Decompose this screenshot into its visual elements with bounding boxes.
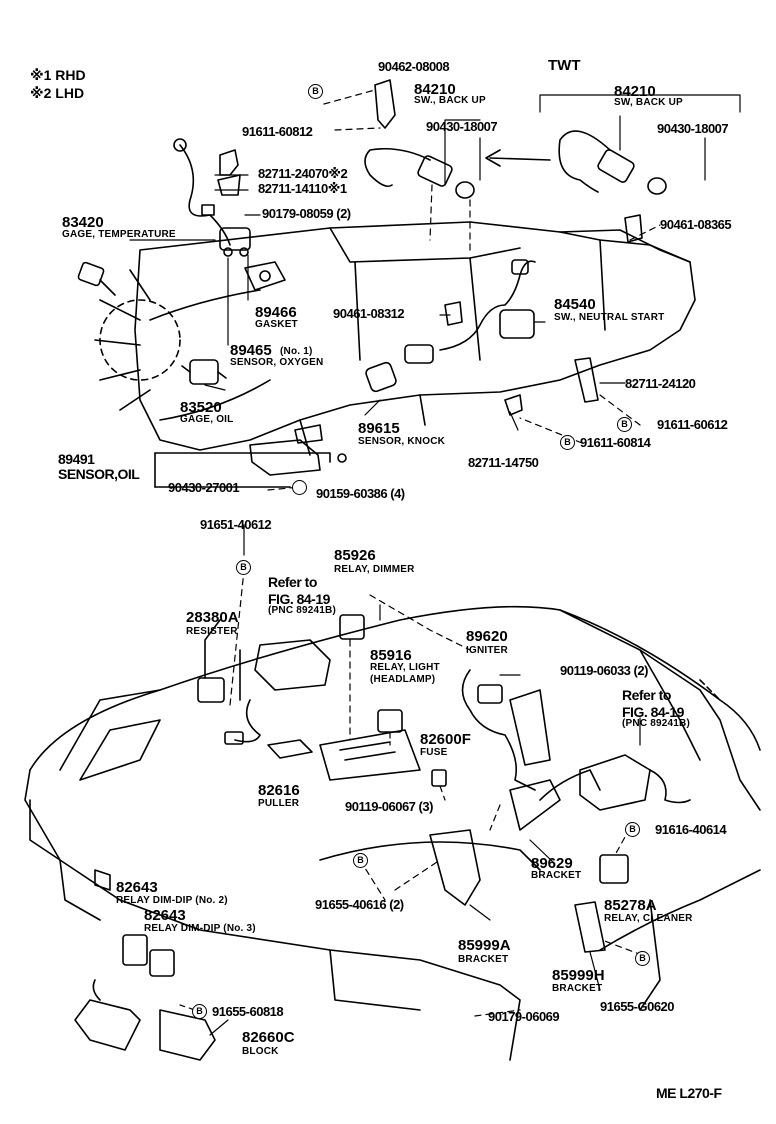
part-82660C: 82660C xyxy=(242,1029,295,1046)
legend-lhd: ※2 LHD xyxy=(30,85,85,101)
part-90119-06067: 90119-06067 (3) xyxy=(345,799,433,814)
part-89491-desc: SENSOR,OIL xyxy=(58,466,140,482)
part-91611-60812: 91611-60812 xyxy=(242,124,313,139)
engine-fan xyxy=(94,269,181,411)
bolt-mark: B xyxy=(308,84,323,99)
part-82643-a: 82643 xyxy=(116,879,158,896)
bolt-mark: B xyxy=(192,1004,207,1019)
part-85999H: 85999H xyxy=(552,967,605,984)
bolt-mark: B xyxy=(353,853,368,868)
part-89620: 89620 xyxy=(466,628,508,645)
part-89491: 89491 xyxy=(58,451,95,467)
part-82711-24070: 82711-24070※2 xyxy=(258,166,348,181)
twt-bracket xyxy=(539,94,741,113)
part-91655-60818: 91655-60818 xyxy=(212,1004,284,1019)
oxygen-sensor-wire xyxy=(179,144,231,246)
part-89615-desc: SENSOR, KNOCK xyxy=(358,436,446,447)
part-85278A-desc: RELAY, CLEANER xyxy=(604,913,693,924)
part-84210-b-desc: SW, BACK UP xyxy=(614,97,683,108)
part-82711-14110: 82711-14110※1 xyxy=(258,181,347,196)
part-89615: 89615 xyxy=(358,420,400,437)
part-85999A-desc: BRACKET xyxy=(458,954,509,965)
part-91655-40616: 91655-40616 (2) xyxy=(315,897,404,912)
refer-1-line2: FIG. 84-19 xyxy=(268,591,330,607)
part-83420-desc: GAGE, TEMPERATURE xyxy=(62,229,176,240)
bolt-mark: B xyxy=(635,951,650,966)
part-90430-18007-b: 90430-18007 xyxy=(657,121,729,136)
part-89629-desc: BRACKET xyxy=(531,870,582,881)
part-82643-b: 82643 xyxy=(144,907,186,924)
twt-label: TWT xyxy=(548,57,581,74)
bolt-mark: B xyxy=(560,435,575,450)
part-90462-08008: 90462-08008 xyxy=(378,59,450,74)
part-85999H-desc: BRACKET xyxy=(552,983,603,994)
bolt-mark: B xyxy=(625,822,640,837)
part-28380A-desc: RESISTER xyxy=(186,626,238,637)
refer-2-line1: Refer to xyxy=(622,687,671,703)
part-90461-08365: 90461-08365 xyxy=(660,217,732,232)
refer-2-line3: (PNC 89241B) xyxy=(622,718,690,729)
part-85916-desc1: RELAY, LIGHT xyxy=(370,662,440,673)
part-82643-b-desc: RELAY DIM-DIP (No. 3) xyxy=(144,923,256,934)
part-82600F: 82600F xyxy=(420,731,471,748)
part-84210-a-desc: SW., BACK UP xyxy=(414,95,486,106)
washer-mark xyxy=(292,480,307,495)
part-28380A: 28380A xyxy=(186,609,239,626)
part-89465-desc: SENSOR, OXYGEN xyxy=(230,357,324,368)
part-84210-a: 84210 xyxy=(414,81,456,98)
part-85999A: 85999A xyxy=(458,937,511,954)
part-84540-desc: SW., NEUTRAL START xyxy=(554,312,665,323)
part-82711-24120: 82711-24120 xyxy=(625,376,696,391)
refer-2-line2: FIG. 84-19 xyxy=(622,704,684,720)
part-82600F-desc: FUSE xyxy=(420,747,448,758)
part-90461-08312: 90461-08312 xyxy=(333,306,405,321)
part-90179-08059: 90179-08059 (2) xyxy=(262,206,351,221)
part-89620-desc: IGNITER xyxy=(466,645,508,656)
part-82616: 82616 xyxy=(258,782,300,799)
footer-code: ME L270-F xyxy=(656,1085,722,1101)
part-83520-desc: GAGE, OIL xyxy=(180,414,234,425)
part-91611-60612: 91611-60612 xyxy=(657,417,728,432)
engine-outline xyxy=(134,221,696,456)
part-90159-60386: 90159-60386 (4) xyxy=(316,486,405,501)
backup-switch-wire-b xyxy=(558,130,611,193)
refer-1-line3: (PNC 89241B) xyxy=(268,605,336,616)
part-85278A: 85278A xyxy=(604,897,657,914)
part-85916: 85916 xyxy=(370,647,412,664)
part-90430-27001: 90430-27001 xyxy=(168,480,240,495)
part-89629: 89629 xyxy=(531,855,573,872)
part-84210-b: 84210 xyxy=(614,83,656,100)
part-82711-14750: 82711-14750 xyxy=(468,455,539,470)
part-83420: 83420 xyxy=(62,214,104,231)
bolt-mark: B xyxy=(236,560,251,575)
part-89465: 89465 xyxy=(230,342,272,359)
refer-1-line1: Refer to xyxy=(268,574,317,590)
part-89466: 89466 xyxy=(255,304,297,321)
part-82660C-desc: BLOCK xyxy=(242,1046,279,1057)
part-91651-40612: 91651-40612 xyxy=(200,517,272,532)
part-91616-40614: 91616-40614 xyxy=(655,822,727,837)
part-85926-desc: RELAY, DIMMER xyxy=(334,564,415,575)
part-90430-18007-a: 90430-18007 xyxy=(426,119,498,134)
legend-rhd: ※1 RHD xyxy=(30,67,86,83)
part-91611-60814: 91611-60814 xyxy=(580,435,651,450)
part-90119-06033: 90119-06033 (2) xyxy=(560,663,648,678)
car-body-outline xyxy=(24,605,761,1061)
part-89465-no: (No. 1) xyxy=(280,346,313,357)
part-83520: 83520 xyxy=(180,399,222,416)
part-91655-G0620: 91655-G0620 xyxy=(600,999,675,1014)
bolt-mark: B xyxy=(617,417,632,432)
part-82643-a-desc: RELAY DIM-DIP (No. 2) xyxy=(116,895,228,906)
part-84540: 84540 xyxy=(554,296,596,313)
part-82616-desc: PULLER xyxy=(258,798,300,809)
part-85916-desc2: (HEADLAMP) xyxy=(370,674,436,685)
part-89466-desc: GASKET xyxy=(255,319,298,330)
part-90179-06069: 90179-06069 xyxy=(488,1009,560,1024)
part-85926: 85926 xyxy=(334,547,376,564)
backup-switch-wire-a xyxy=(364,147,431,188)
